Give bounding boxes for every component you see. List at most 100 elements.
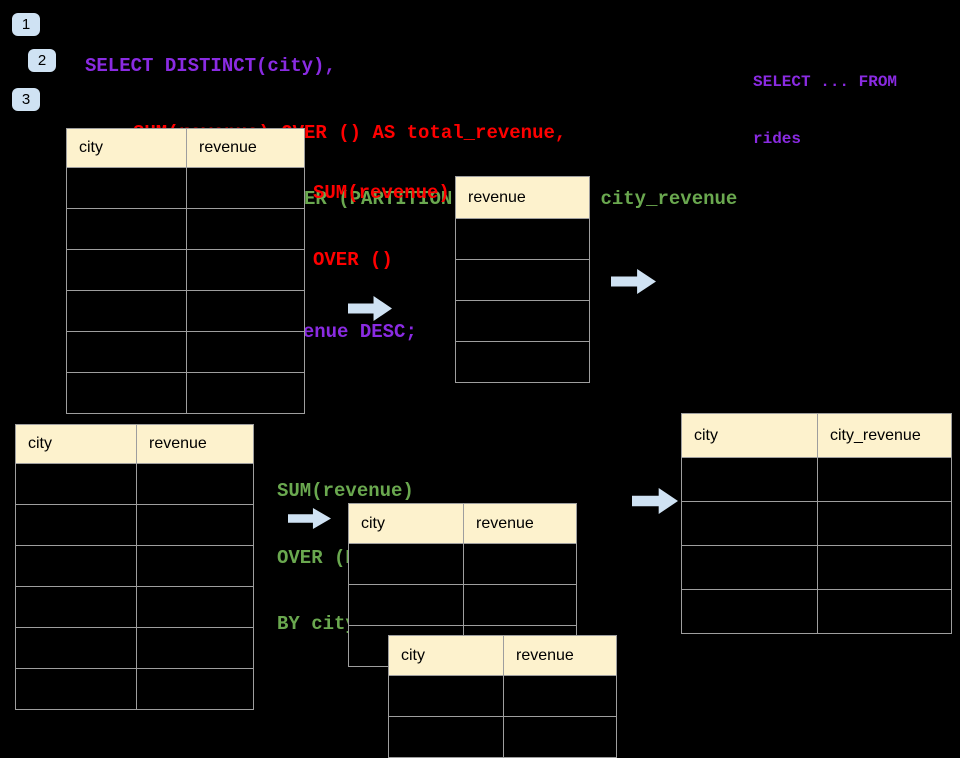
- empty-cell: [66, 290, 187, 332]
- table-row: [15, 627, 254, 669]
- side-code-select-from-rides: SELECT ... FROM rides: [753, 36, 897, 168]
- table-row: [66, 208, 305, 250]
- table-row: [15, 463, 254, 505]
- column-header-city: city: [15, 424, 137, 464]
- empty-cell: [186, 208, 305, 250]
- empty-cell: [15, 668, 137, 710]
- empty-cell: [15, 545, 137, 587]
- step-badge-1: 1: [12, 13, 40, 36]
- empty-cell: [66, 249, 187, 291]
- empty-cell: [503, 675, 617, 717]
- column-header-city: city: [66, 128, 187, 168]
- empty-cell: [463, 543, 577, 585]
- column-header-city: city: [388, 635, 504, 676]
- table-row: [388, 716, 617, 758]
- empty-cell: [681, 501, 818, 546]
- table-row: [15, 504, 254, 546]
- empty-cell: [455, 341, 590, 383]
- column-header-city: city: [348, 503, 464, 544]
- empty-cell: [455, 300, 590, 342]
- column-header-revenue: revenue: [503, 635, 617, 676]
- table-row: [348, 584, 577, 626]
- side-code-line-1: SELECT ... FROM: [753, 73, 898, 91]
- empty-cell: [66, 331, 187, 373]
- empty-cell: [388, 716, 504, 758]
- empty-cell: [817, 545, 952, 590]
- empty-cell: [15, 463, 137, 505]
- empty-cell: [15, 586, 137, 628]
- step-badge-2: 2: [28, 49, 56, 72]
- column-header-revenue: revenue: [136, 424, 254, 464]
- annotation-sum-over-line-2: OVER (): [313, 249, 393, 271]
- table-row: [455, 341, 590, 383]
- empty-cell: [503, 716, 617, 758]
- empty-cell: [136, 463, 254, 505]
- table-row: [455, 218, 590, 260]
- empty-cell: [455, 218, 590, 260]
- table-row: [681, 589, 952, 634]
- empty-cell: [817, 589, 952, 634]
- empty-cell: [463, 584, 577, 626]
- column-header-revenue: revenue: [463, 503, 577, 544]
- table-total-revenue-result: revenue: [455, 176, 590, 383]
- empty-cell: [136, 627, 254, 669]
- table-row: [66, 167, 305, 209]
- empty-cell: [388, 675, 504, 717]
- empty-cell: [186, 167, 305, 209]
- annotation-sum-partition-line-1: SUM(revenue): [277, 480, 414, 502]
- sql-line-select: SELECT DISTINCT(city),: [85, 55, 336, 77]
- empty-cell: [455, 259, 590, 301]
- table-row: [66, 249, 305, 291]
- table-row: [455, 259, 590, 301]
- table-row: [348, 543, 577, 585]
- empty-cell: [348, 543, 464, 585]
- table-row: [455, 300, 590, 342]
- empty-cell: [186, 331, 305, 373]
- arrow-right-icon: [632, 488, 678, 514]
- empty-cell: [15, 627, 137, 669]
- header-row: revenue: [455, 176, 590, 219]
- empty-cell: [15, 504, 137, 546]
- empty-cell: [136, 586, 254, 628]
- empty-cell: [66, 372, 187, 414]
- empty-cell: [186, 249, 305, 291]
- step-badge-3: 3: [12, 88, 40, 111]
- annotation-sum-over: SUM(revenue) OVER (): [313, 138, 450, 294]
- column-header-city_revenue: city_revenue: [817, 413, 952, 458]
- table-row: [388, 675, 617, 717]
- slide-canvas: { "colors": { "background": "#000000", "…: [12, 13, 952, 758]
- table-row: [681, 457, 952, 502]
- table-row: [681, 545, 952, 590]
- empty-cell: [66, 208, 187, 250]
- annotation-sum-over-line-1: SUM(revenue): [313, 182, 450, 204]
- empty-cell: [681, 545, 818, 590]
- empty-cell: [681, 589, 818, 634]
- empty-cell: [186, 290, 305, 332]
- column-header-city: city: [681, 413, 818, 458]
- empty-cell: [186, 372, 305, 414]
- table-row: [66, 290, 305, 332]
- table-row: [66, 372, 305, 414]
- table-row: [15, 586, 254, 628]
- side-code-line-2: rides: [753, 130, 802, 148]
- empty-cell: [817, 501, 952, 546]
- column-header-revenue: revenue: [186, 128, 305, 168]
- empty-cell: [136, 545, 254, 587]
- empty-cell: [817, 457, 952, 502]
- empty-cell: [136, 668, 254, 710]
- table-row: [15, 668, 254, 710]
- table-row: [66, 331, 305, 373]
- empty-cell: [681, 457, 818, 502]
- empty-cell: [136, 504, 254, 546]
- table-row: [15, 545, 254, 587]
- empty-cell: [348, 584, 464, 626]
